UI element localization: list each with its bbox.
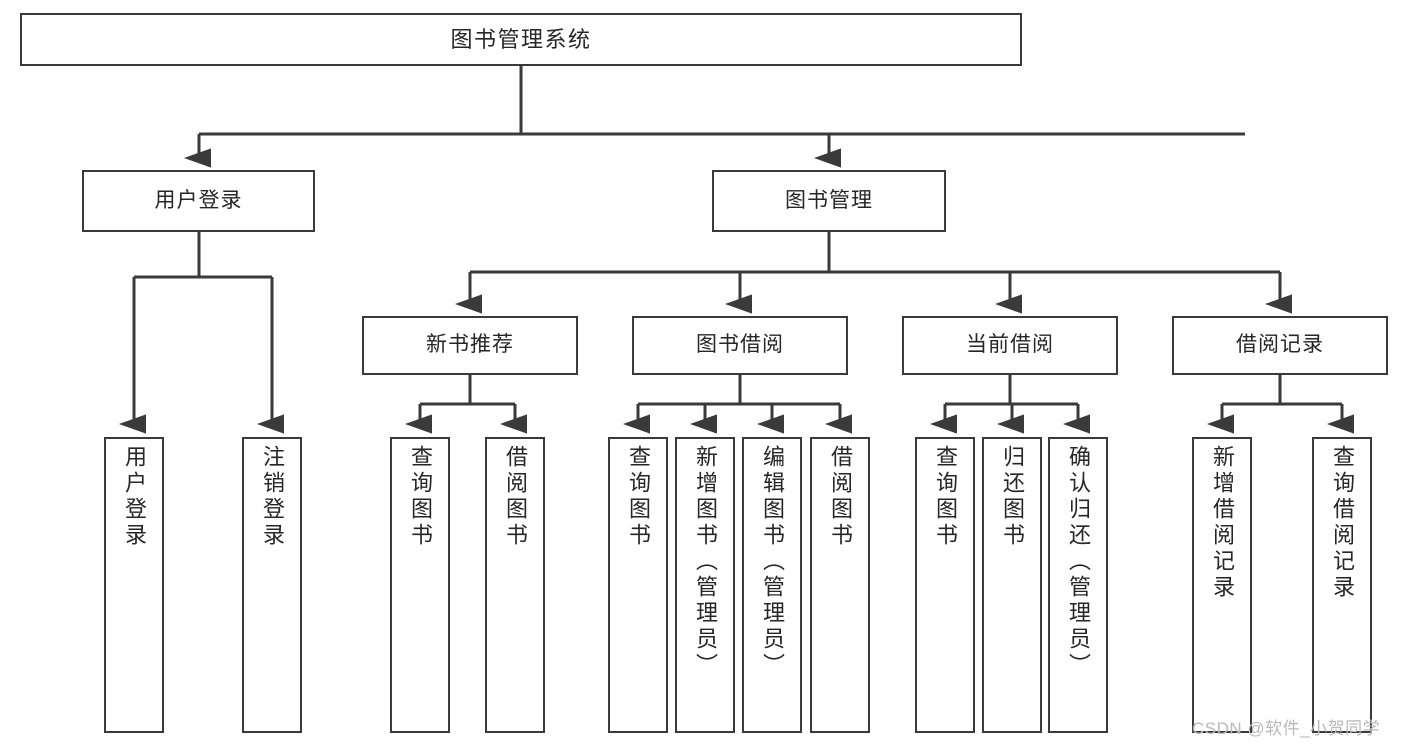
node-leaf-query-book-current[interactable]: 查询图书 xyxy=(915,437,975,733)
node-leaf-query-borrow-record[interactable]: 查询借阅记录 xyxy=(1312,437,1372,733)
node-label: 查询图书 xyxy=(626,445,651,549)
node-leaf-user-login[interactable]: 用户登录 xyxy=(104,437,164,733)
node-leaf-confirm-return-admin[interactable]: 确认归还（管理员） xyxy=(1048,437,1108,733)
node-label: 查询图书 xyxy=(408,445,433,549)
node-leaf-query-book-recommend[interactable]: 查询图书 xyxy=(390,437,450,733)
node-label: 查询图书 xyxy=(933,445,958,549)
node-root-book-management-system[interactable]: 图书管理系统 xyxy=(20,13,1022,66)
node-label: 当前借阅 xyxy=(966,333,1054,357)
node-current-borrow[interactable]: 当前借阅 xyxy=(902,316,1118,375)
node-label: 归还图书 xyxy=(1000,445,1025,549)
node-label: 新书推荐 xyxy=(426,333,514,357)
node-new-book-recommend[interactable]: 新书推荐 xyxy=(362,316,578,375)
node-label: 查询借阅记录 xyxy=(1330,445,1355,601)
node-leaf-add-borrow-record[interactable]: 新增借阅记录 xyxy=(1192,437,1252,733)
node-leaf-borrow-book[interactable]: 借阅图书 xyxy=(810,437,870,733)
node-leaf-query-book-borrow[interactable]: 查询图书 xyxy=(608,437,668,733)
node-label: 图书管理 xyxy=(785,188,873,212)
node-leaf-logout-login[interactable]: 注销登录 xyxy=(242,437,302,733)
node-label: 借阅图书 xyxy=(828,445,853,549)
node-book-borrow[interactable]: 图书借阅 xyxy=(632,316,848,375)
watermark: CSDN @软件_小贺同学 xyxy=(1192,719,1381,738)
node-label: 借阅记录 xyxy=(1236,333,1324,357)
node-leaf-add-book-admin[interactable]: 新增图书（管理员） xyxy=(675,437,735,733)
node-label: 用户登录 xyxy=(122,445,147,549)
node-label: 注销登录 xyxy=(260,445,285,549)
node-label: 确认归还（管理员） xyxy=(1066,445,1091,679)
node-borrow-record[interactable]: 借阅记录 xyxy=(1172,316,1388,375)
node-label: 图书管理系统 xyxy=(450,26,592,52)
node-leaf-borrow-book-recommend[interactable]: 借阅图书 xyxy=(485,437,545,733)
node-leaf-edit-book-admin[interactable]: 编辑图书（管理员） xyxy=(742,437,802,733)
node-label: 新增借阅记录 xyxy=(1210,445,1235,601)
node-book-management[interactable]: 图书管理 xyxy=(712,170,946,232)
node-label: 编辑图书（管理员） xyxy=(760,445,785,679)
node-label: 新增图书（管理员） xyxy=(693,445,718,679)
node-label: 图书借阅 xyxy=(696,333,784,357)
node-user-login[interactable]: 用户登录 xyxy=(82,170,315,232)
node-leaf-return-book[interactable]: 归还图书 xyxy=(982,437,1042,733)
node-label: 借阅图书 xyxy=(503,445,528,549)
node-label: 用户登录 xyxy=(154,188,243,212)
